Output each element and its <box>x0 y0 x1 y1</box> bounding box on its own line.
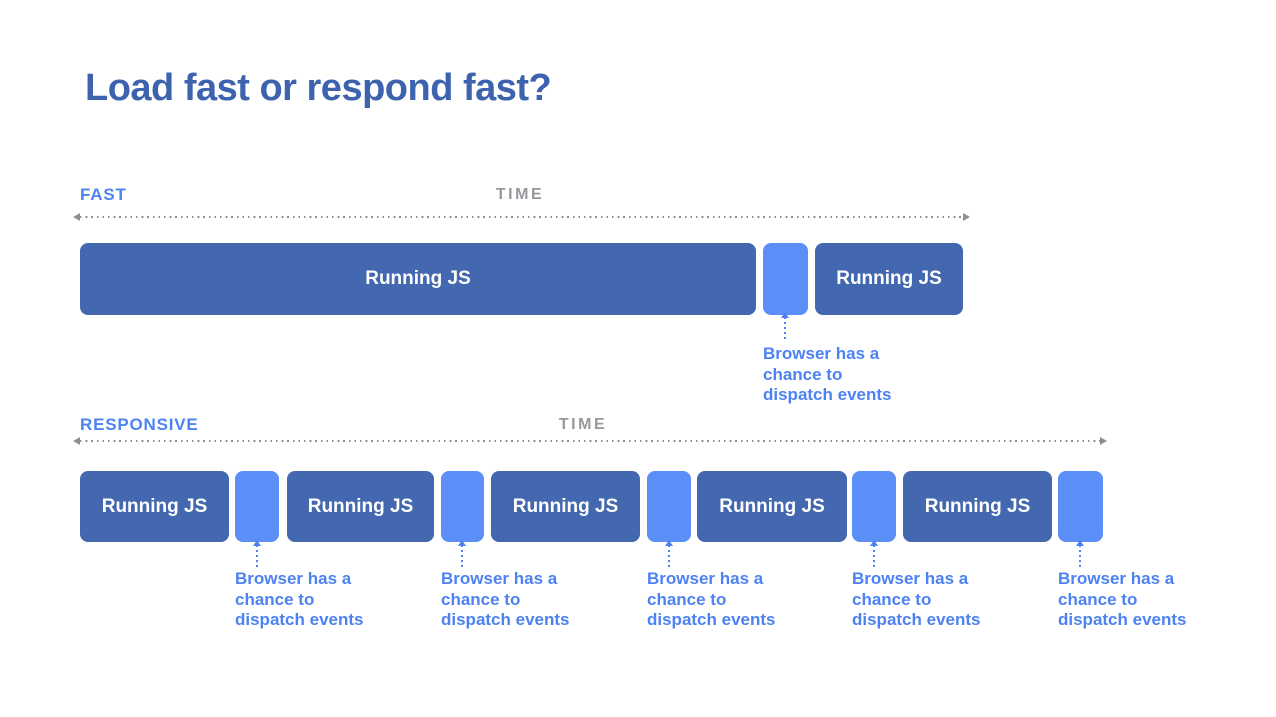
annotation-up-arrow-icon <box>1079 545 1081 567</box>
annotation-text: Browser has a chance to dispatch events <box>235 569 364 630</box>
axis-arrow-left-icon <box>73 213 80 221</box>
running-js-block: Running JS <box>815 243 963 315</box>
browser-gap-block <box>852 471 896 542</box>
timeline-name-label: RESPONSIVE <box>80 415 199 434</box>
time-axis <box>73 437 1107 445</box>
annotation-text: Browser has a chance to dispatch events <box>1058 569 1187 630</box>
timeline-name-label: FAST <box>80 185 127 204</box>
running-js-label: Running JS <box>719 495 825 517</box>
time-label: TIME <box>495 186 545 203</box>
running-js-label: Running JS <box>307 495 414 517</box>
running-js-label: Running JS <box>924 495 1031 517</box>
running-js-label: Running JS <box>101 495 208 517</box>
browser-gap-block <box>1058 471 1103 542</box>
running-js-block: Running JS <box>287 471 434 542</box>
annotation-text: Browser has a chance to dispatch events <box>647 569 776 630</box>
axis-arrow-left-icon <box>73 437 80 445</box>
running-js-label: Running JS <box>365 268 471 289</box>
annotation-up-arrow-icon <box>784 317 786 340</box>
running-js-block: Running JS <box>491 471 640 542</box>
annotation-up-arrow-icon <box>873 545 875 567</box>
browser-gap-block <box>441 471 484 542</box>
running-js-label: Running JS <box>836 268 942 289</box>
annotation-text: Browser has a chance to dispatch events <box>852 569 981 630</box>
annotation-text: Browser has a chance to dispatch events <box>763 344 892 405</box>
annotation-up-arrow-icon <box>668 545 670 567</box>
browser-gap-block <box>235 471 279 542</box>
running-js-label: Running JS <box>512 495 619 517</box>
running-js-block: Running JS <box>697 471 847 542</box>
time-axis <box>73 213 970 221</box>
axis-arrow-right-icon <box>1100 437 1107 445</box>
annotation-up-arrow-icon <box>461 545 463 567</box>
browser-gap-block <box>763 243 808 315</box>
slide-title: Load fast or respond fast? <box>85 67 552 109</box>
browser-gap-block <box>647 471 691 542</box>
running-js-block: Running JS <box>80 243 756 315</box>
running-js-block: Running JS <box>903 471 1052 542</box>
annotation-up-arrow-icon <box>256 545 258 567</box>
running-js-block: Running JS <box>80 471 229 542</box>
axis-arrow-right-icon <box>963 213 970 221</box>
time-label: TIME <box>558 416 608 433</box>
annotation-text: Browser has a chance to dispatch events <box>441 569 570 630</box>
